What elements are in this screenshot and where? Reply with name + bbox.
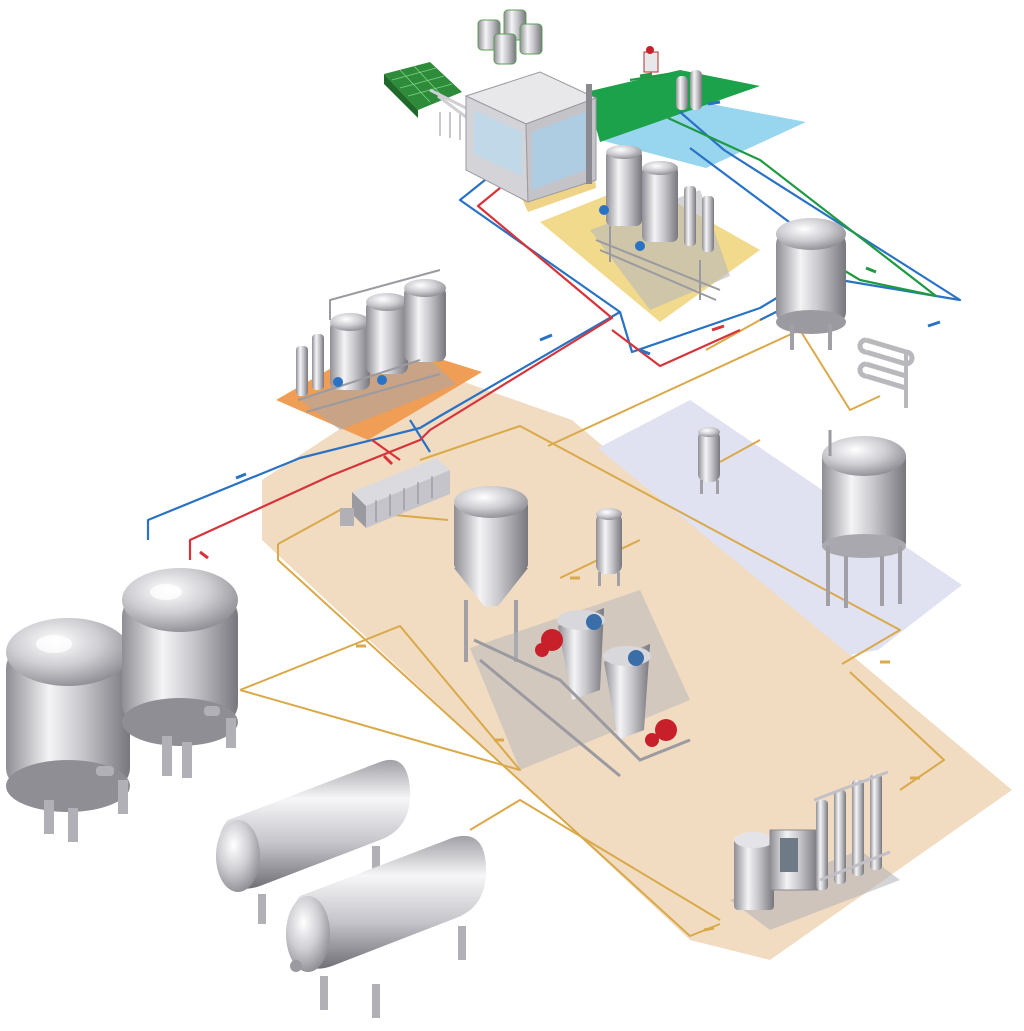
arrow-blue [927, 320, 941, 328]
arrow-green [865, 266, 877, 274]
pipe-green [629, 72, 669, 82]
pipe-blue [409, 419, 431, 453]
arrow-red [199, 550, 209, 560]
pipe-gold [547, 329, 881, 447]
drum-stack [477, 9, 543, 65]
lavender-zone-tank [822, 430, 906, 608]
horizontal-storage-tank [216, 759, 411, 924]
lavender-zone [598, 400, 962, 655]
arrow-gold [703, 926, 715, 932]
arrow-blue [235, 472, 247, 480]
vertical-storage-tank [6, 618, 130, 842]
arrow-green [639, 72, 653, 78]
flow-arrows [199, 72, 941, 932]
arrow-red [382, 454, 394, 466]
arrow-blue [539, 333, 553, 342]
pipe-red [611, 328, 741, 368]
arrow-blue [639, 348, 651, 356]
column-distillation-unit [730, 770, 900, 930]
twin-tank-skid [590, 145, 730, 310]
vertical-storage-tank [122, 568, 238, 778]
pipe-gold [705, 319, 761, 351]
filter-press [340, 458, 450, 528]
pipe-gold [419, 425, 901, 665]
small-vessel [698, 427, 720, 494]
heat-exchanger-coil [857, 337, 915, 408]
pipe-green [667, 116, 938, 298]
drum [493, 33, 517, 65]
buffer-tank [776, 218, 846, 350]
conical-fermenter [454, 486, 528, 662]
inline-filter-pair [643, 46, 702, 110]
dosing-skid [470, 590, 691, 778]
pipe-gold [239, 625, 521, 771]
three-tank-skid [296, 269, 456, 430]
pipe-gold [849, 671, 945, 791]
cartridge-filter [596, 508, 622, 586]
bottle-crates [384, 62, 471, 140]
drum [519, 23, 543, 55]
pipe-gold [469, 799, 721, 921]
pipe-gold [719, 439, 761, 463]
pipe-blue [146, 175, 622, 540]
pipe-red [188, 187, 614, 560]
arrow-red [711, 324, 725, 332]
arrow-blue [707, 100, 721, 106]
pipe-red [371, 439, 401, 461]
horizontal-storage-tank [286, 835, 487, 1018]
green-zone [586, 70, 760, 142]
filling-cabin [464, 71, 598, 203]
